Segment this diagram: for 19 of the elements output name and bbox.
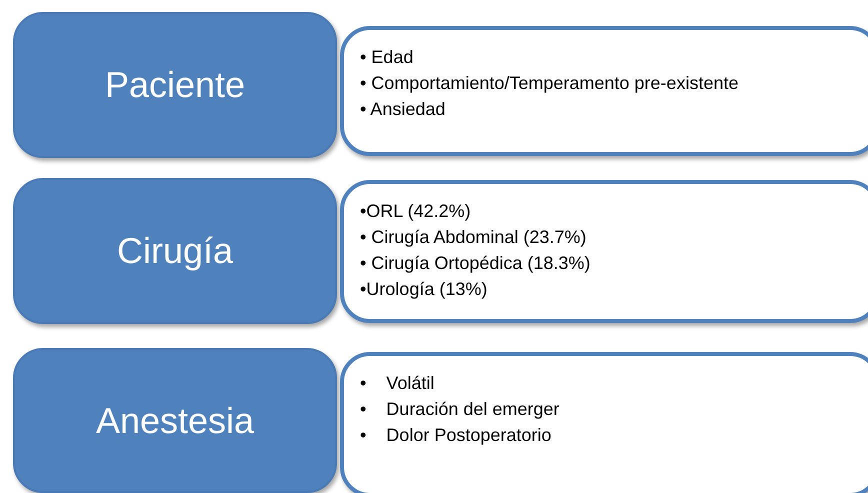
category-box — [13, 178, 337, 324]
bullet-item: • Duración del emerger — [360, 398, 560, 421]
bullet-item: • Dolor Postoperatorio — [360, 424, 552, 447]
bullet-item: •Urología (13%) — [360, 278, 488, 301]
category-box — [13, 348, 337, 493]
bullet-item: •ORL (42.2%) — [360, 200, 471, 223]
bullet-item: • Ansiedad — [360, 98, 446, 121]
bullet-item: • Cirugía Abdominal (23.7%) — [360, 226, 586, 249]
bullet-item: • Cirugía Ortopédica (18.3%) — [360, 252, 590, 275]
category-label: Cirugía — [116, 230, 234, 272]
bullet-item: • Volátil — [360, 372, 434, 395]
details-box — [340, 26, 868, 156]
category-label: Paciente — [104, 64, 246, 106]
details-box — [340, 180, 868, 323]
details-box — [340, 352, 868, 493]
category-box — [13, 12, 337, 158]
category-label: Anestesia — [96, 400, 254, 442]
bullet-item: • Edad — [360, 46, 414, 69]
bullet-item: • Comportamiento/Temperamento pre-existente — [360, 72, 738, 95]
